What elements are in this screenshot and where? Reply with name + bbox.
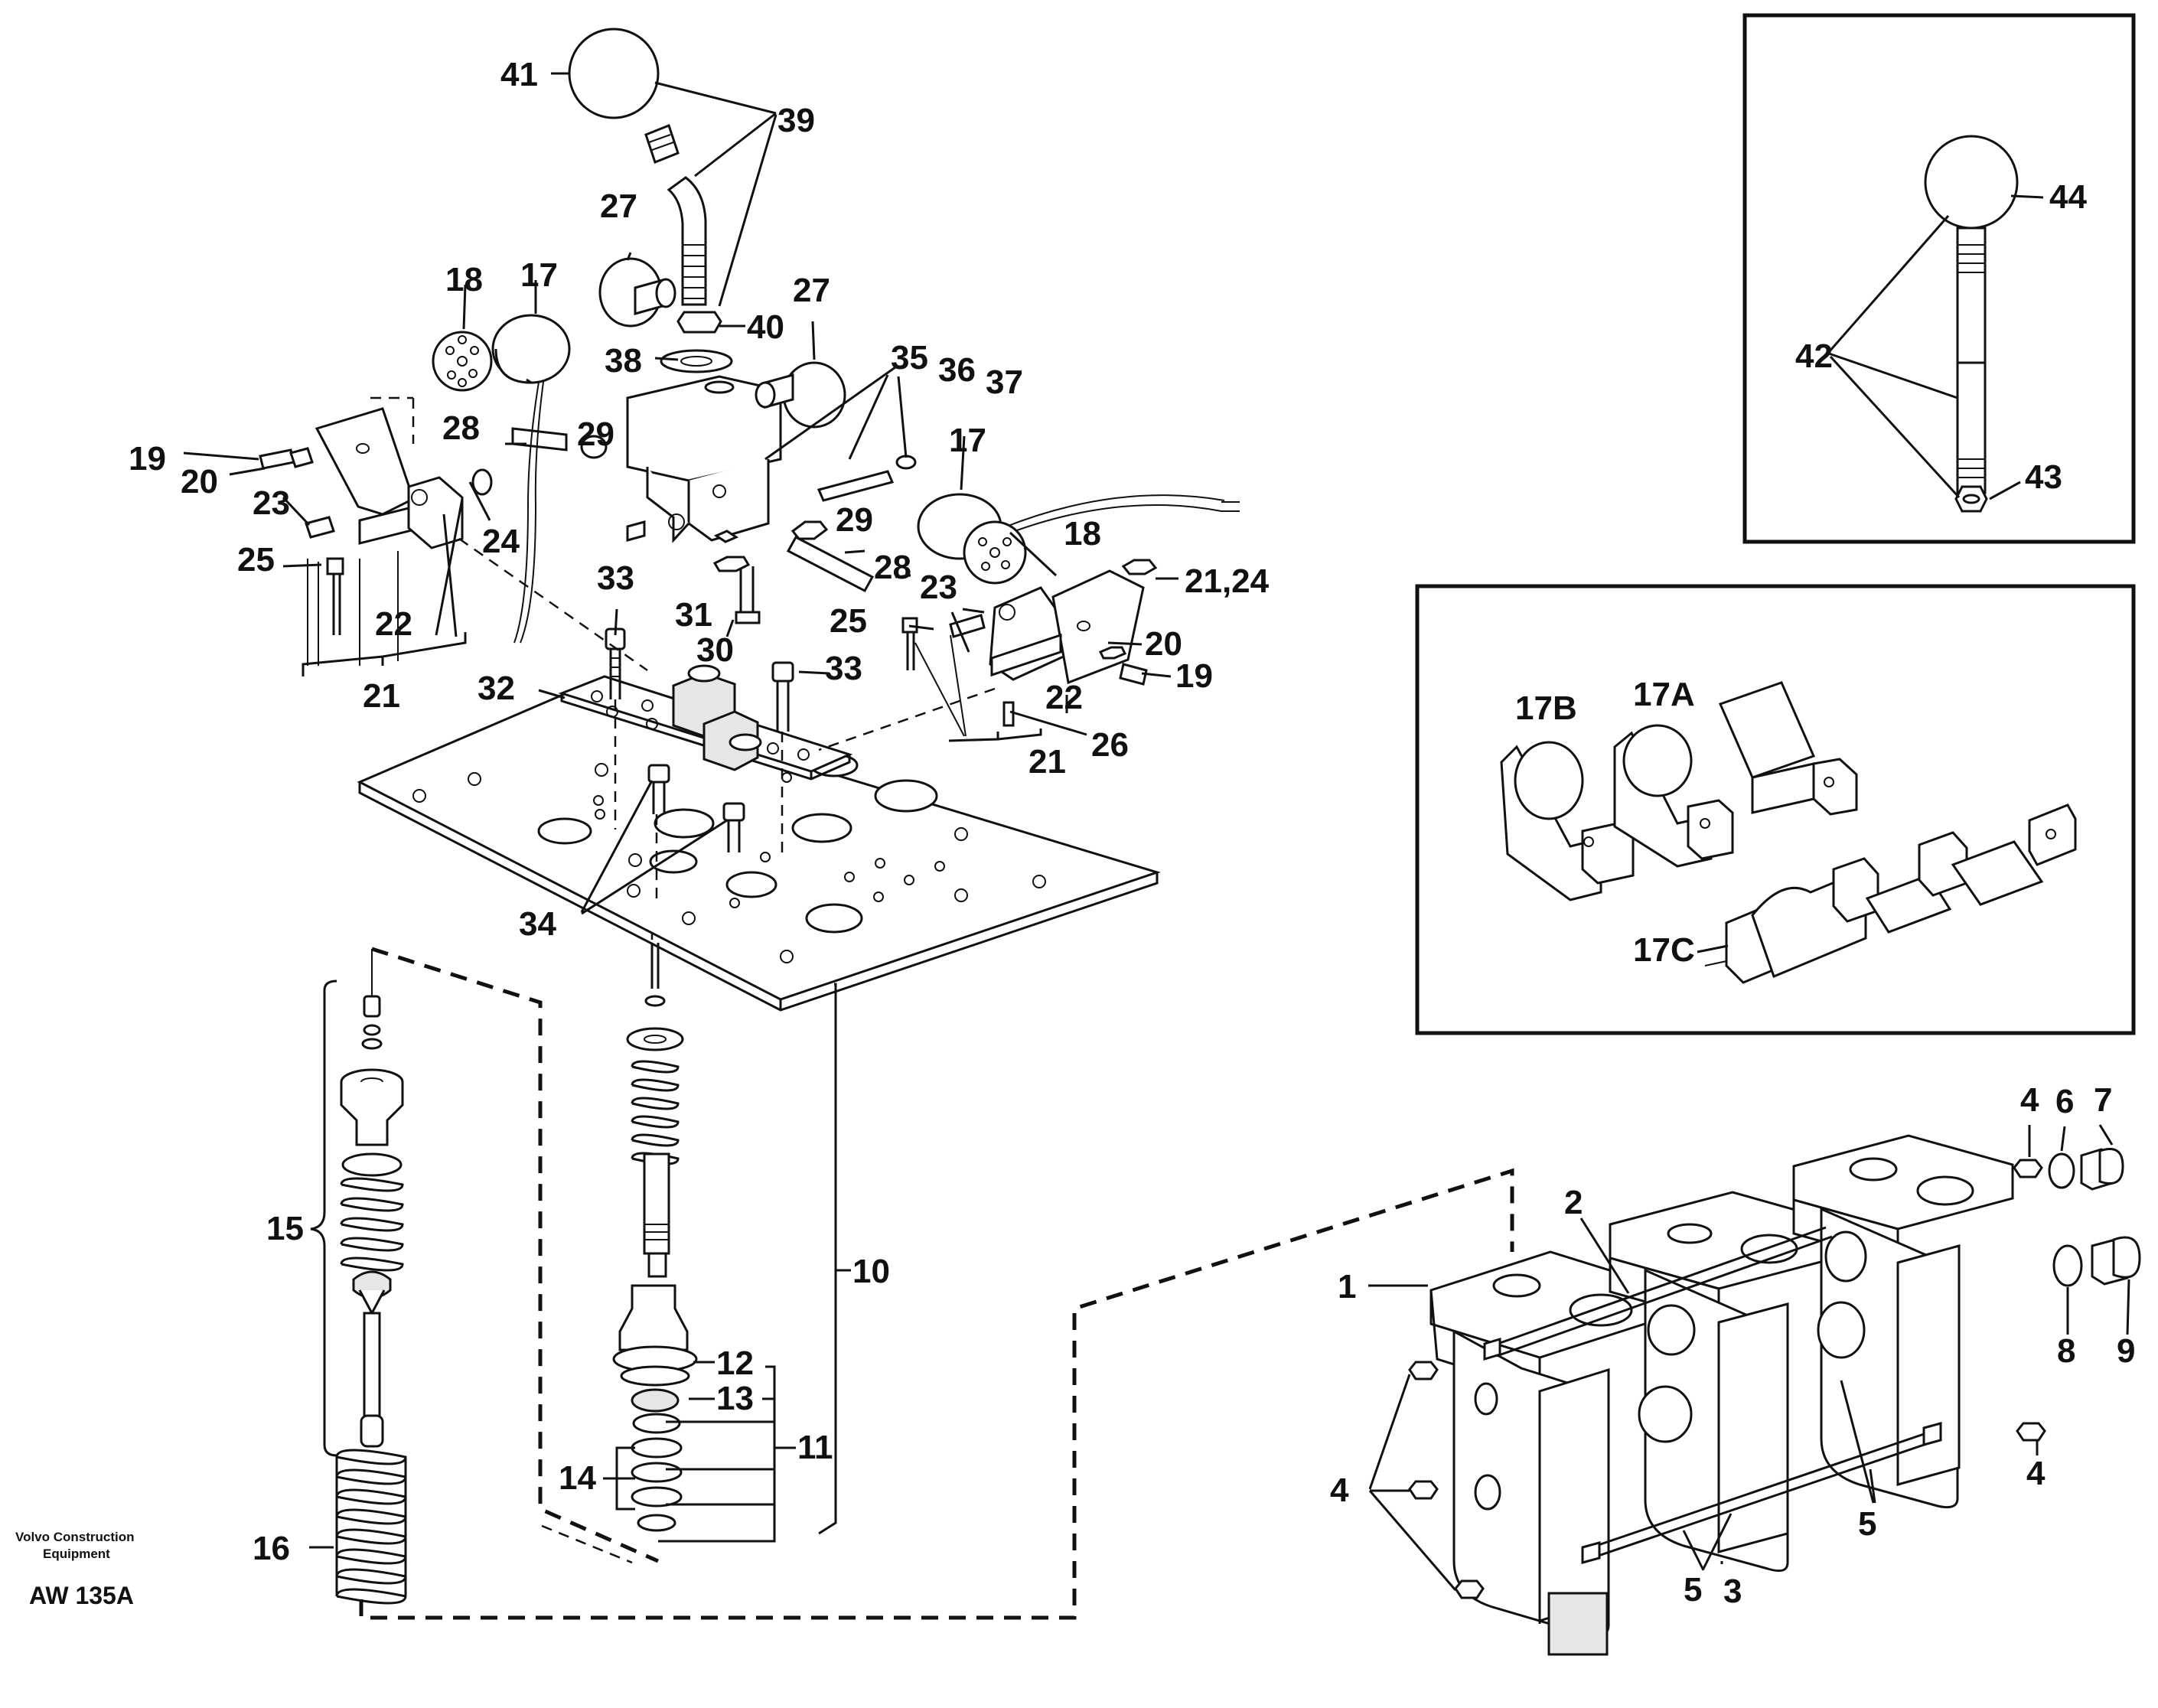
label-12: 12 — [716, 1345, 754, 1382]
inset-bracket-variants: 17B 17A 17C — [1415, 584, 2136, 1035]
label-21-24: 21,24 — [1185, 562, 1270, 600]
label-19-right: 19 — [1175, 657, 1213, 695]
label-7: 7 — [2094, 1081, 2112, 1119]
label-40: 40 — [747, 308, 784, 346]
label-29-right: 29 — [836, 501, 873, 539]
label-5-left: 5 — [1684, 1571, 1702, 1609]
label-22-left: 22 — [375, 605, 412, 643]
company-name: Volvo Construction — [15, 1530, 135, 1544]
label-4-left: 4 — [1330, 1472, 1349, 1509]
spool-assembly — [612, 943, 698, 1532]
company-subtitle: Equipment — [43, 1547, 110, 1561]
label-5-right: 5 — [1858, 1505, 1876, 1543]
valve-bank-connection — [359, 1168, 1514, 1620]
label-11: 11 — [797, 1429, 833, 1466]
label-43: 43 — [2025, 458, 2062, 496]
label-20-left: 20 — [181, 463, 218, 500]
label-16: 16 — [253, 1530, 290, 1567]
label-29-left: 29 — [577, 416, 614, 453]
label-2: 2 — [1564, 1184, 1583, 1221]
label-21-left: 21 — [363, 677, 400, 715]
label-10: 10 — [852, 1253, 890, 1290]
cable — [513, 331, 1240, 644]
valve-bank — [1408, 1134, 2141, 1656]
label-15: 15 — [266, 1210, 304, 1247]
label-23-left: 23 — [253, 484, 290, 522]
drawing-footer: Volvo Construction Equipment AW 135A — [15, 1530, 135, 1609]
label-3: 3 — [1723, 1573, 1742, 1610]
label-17C: 17C — [1633, 931, 1695, 969]
label-38: 38 — [605, 342, 642, 380]
label-25-left: 25 — [237, 541, 275, 579]
label-8: 8 — [2057, 1332, 2075, 1370]
label-17-right: 17 — [949, 422, 986, 459]
label-18-left: 18 — [445, 261, 483, 298]
top-plate-32 — [558, 664, 853, 781]
leader-lines-spool — [603, 983, 851, 1543]
label-27-left: 27 — [600, 187, 637, 225]
left-switch-bracket — [259, 314, 648, 672]
label-26: 26 — [1091, 726, 1129, 764]
label-1: 1 — [1338, 1268, 1356, 1305]
label-22-right: 22 — [1045, 679, 1083, 716]
screws-33-34 — [605, 627, 794, 906]
label-34: 34 — [519, 905, 556, 943]
label-32: 32 — [478, 670, 515, 707]
label-6: 6 — [2055, 1083, 2074, 1120]
drawing-code: AW 135A — [29, 1582, 134, 1609]
lever-assembly — [511, 28, 917, 624]
leader-lines-upper — [183, 72, 1178, 915]
label-14: 14 — [559, 1459, 596, 1497]
label-18-right: 18 — [1064, 515, 1101, 552]
label-44: 44 — [2049, 178, 2087, 216]
label-20-right: 20 — [1145, 625, 1182, 663]
label-17-left: 17 — [520, 256, 558, 294]
part-labels: 41 39 27 27 17 18 40 38 35 36 37 29 28 1… — [129, 56, 2135, 1610]
label-28-right: 28 — [874, 549, 911, 586]
label-33-upper: 33 — [597, 559, 634, 597]
label-41: 41 — [500, 56, 538, 93]
label-17A: 17A — [1633, 676, 1695, 713]
label-21-right: 21 — [1028, 743, 1066, 781]
label-37: 37 — [986, 363, 1023, 401]
label-42: 42 — [1795, 337, 1833, 375]
label-19-left: 19 — [129, 440, 166, 478]
label-36: 36 — [938, 351, 976, 389]
label-39: 39 — [777, 102, 815, 139]
label-33-right: 33 — [825, 650, 862, 687]
spool-dash — [541, 932, 654, 1564]
inset-lever-variant: 44 42 43 — [1742, 13, 2136, 544]
label-35: 35 — [891, 339, 928, 376]
relief-valve-assembly — [309, 947, 660, 1605]
label-27-right: 27 — [793, 272, 830, 309]
label-31: 31 — [675, 596, 712, 634]
label-13: 13 — [716, 1380, 754, 1417]
right-switch-bracket — [818, 493, 1158, 751]
label-23-right: 23 — [920, 569, 957, 606]
label-25-right: 25 — [830, 602, 867, 640]
label-4-top: 4 — [2020, 1081, 2039, 1119]
label-17B: 17B — [1515, 689, 1577, 727]
label-24: 24 — [482, 523, 520, 560]
label-30: 30 — [696, 631, 734, 669]
base-plate — [357, 692, 1161, 1012]
label-9: 9 — [2117, 1332, 2135, 1370]
label-28-left: 28 — [442, 409, 480, 447]
leader-lines-valve-bank — [1368, 1124, 2130, 1591]
label-4-right: 4 — [2026, 1455, 2046, 1492]
